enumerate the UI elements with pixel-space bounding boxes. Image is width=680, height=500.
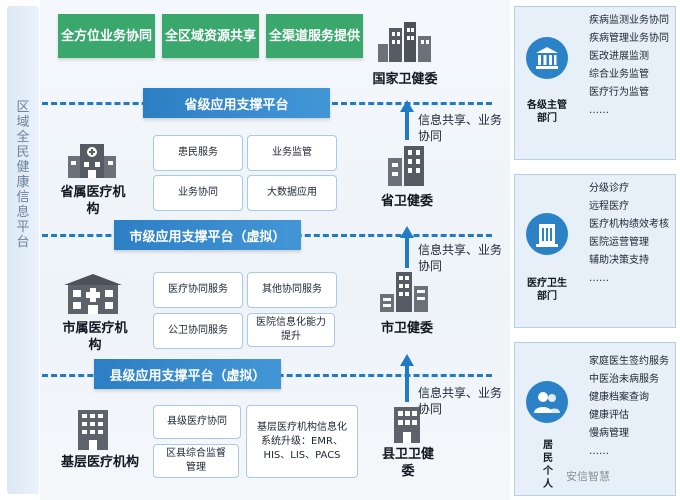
- service-box-other-collab: 其他协同服务: [247, 272, 337, 308]
- service-box-bigdata: 大数据应用: [247, 175, 337, 211]
- list-item: 疾病管理业务协同: [589, 33, 669, 44]
- list-item: 中医治未病服务: [589, 374, 659, 385]
- panel-residents: 居民个人 家庭医生签约服务 中医治未病服务 健康档案查询 健康评估 慢病管理 ……: [514, 342, 676, 496]
- list-item: 健康评估: [589, 410, 629, 421]
- list-item: 分级诊疗: [589, 183, 629, 194]
- hospital-building-icon: [526, 213, 568, 255]
- county-building-icon: [394, 407, 420, 443]
- provincial-institution-label: 省属医疗机构: [60, 185, 126, 217]
- service-box-patient: 患民服务: [153, 135, 243, 171]
- service-box-public-health: 公卫协同服务: [153, 313, 243, 349]
- share-text-provincial: 信息共享、业务协同: [418, 113, 503, 143]
- share-text-county: 信息共享、业务协同: [418, 386, 503, 416]
- panel-authorities-list: 疾病监测业务协同 疾病管理业务协同 医改进展监测 综合业务监管 医疗行为监管 ……: [589, 12, 669, 120]
- share-text-municipal: 信息共享、业务协同: [418, 243, 503, 273]
- top-button-collaboration: 全方位业务协同: [58, 14, 155, 58]
- government-building-icon: [526, 37, 568, 79]
- service-box-collaboration: 业务协同: [153, 175, 243, 211]
- municipal-authority-label: 市卫健委: [380, 321, 433, 336]
- list-item: ……: [589, 273, 609, 284]
- arrow-up-icon: [400, 354, 414, 402]
- national-city-icon: [378, 22, 431, 62]
- arrow-up-icon: [400, 100, 414, 140]
- provincial-hospital-icon: [68, 144, 116, 178]
- panel-authorities: 各级主管部门 疾病监测业务协同 疾病管理业务协同 医改进展监测 综合业务监管 医…: [514, 6, 676, 160]
- list-item: 家庭医生签约服务: [589, 356, 669, 367]
- list-item: 综合业务监管: [589, 69, 649, 80]
- grassroots-institution-label: 基层医疗机构: [60, 455, 139, 470]
- municipal-institution-label: 市属医疗机构: [62, 321, 128, 353]
- list-item: 疾病监测业务协同: [589, 15, 669, 26]
- panel-medical-label: 医疗卫生部门: [527, 278, 567, 302]
- service-box-supervision: 业务监管: [247, 135, 337, 171]
- list-item: 健康档案查询: [589, 392, 649, 403]
- platform-side-label: 区域全民健康信息平台: [16, 100, 30, 250]
- watermark: 安信智慧: [566, 470, 610, 483]
- list-item: 医院运营管理: [589, 237, 649, 248]
- service-box-county-supervision: 区县综合监督管理: [153, 444, 239, 478]
- municipal-city-icon: [380, 272, 428, 312]
- provincial-platform-bar: 省级应用支撑平台: [143, 88, 330, 118]
- panel-authorities-label: 各级主管部门: [527, 100, 567, 124]
- panel-residents-list: 家庭医生签约服务 中医治未病服务 健康档案查询 健康评估 慢病管理 ……: [589, 353, 669, 461]
- top-button-service-delivery: 全渠道服务提供: [266, 14, 363, 58]
- list-item: 辅助决策支持: [589, 255, 649, 266]
- county-authority-label: 县卫卫健委: [381, 447, 434, 479]
- service-box-it-capability: 医院信息化能力提升: [247, 313, 335, 347]
- national-authority-label: 国家卫健委: [372, 72, 438, 87]
- service-box-county-collab: 县级医疗协同: [153, 405, 241, 439]
- municipal-platform-bar: 市级应用支撑平台（虚拟）: [114, 220, 301, 250]
- platform-side-bar: [7, 6, 39, 494]
- list-item: 医疗机构绩效考核: [589, 219, 669, 230]
- panel-medical-departments: 医疗卫生部门 分级诊疗 远程医疗 医疗机构绩效考核 医院运营管理 辅助决策支持 …: [514, 174, 676, 328]
- list-item: ……: [589, 105, 609, 116]
- provincial-city-icon: [388, 146, 424, 186]
- municipal-hospital-icon: [64, 274, 122, 314]
- list-item: 慢病管理: [589, 428, 629, 439]
- provincial-authority-label: 省卫健委: [380, 194, 433, 209]
- list-item: 医疗行为监管: [589, 87, 649, 98]
- county-platform-bar: 县级应用支撑平台（虚拟）: [94, 359, 281, 389]
- list-item: 医改进展监测: [589, 51, 649, 62]
- panel-medical-list: 分级诊疗 远程医疗 医疗机构绩效考核 医院运营管理 辅助决策支持 ……: [589, 180, 669, 288]
- grassroots-building-icon: [78, 410, 108, 450]
- residents-icon: [526, 381, 568, 423]
- service-box-medical-collab: 医疗协同服务: [153, 272, 243, 308]
- top-button-resource-sharing: 全区域资源共享: [162, 14, 259, 58]
- service-box-grassroots-upgrade: 基层医疗机构信息化系统升级：EMR、HIS、LIS、PACS: [246, 405, 358, 478]
- list-item: 远程医疗: [589, 201, 629, 212]
- arrow-up-icon: [400, 226, 414, 268]
- panel-residents-label: 居民个人: [543, 440, 553, 490]
- list-item: ……: [589, 446, 609, 457]
